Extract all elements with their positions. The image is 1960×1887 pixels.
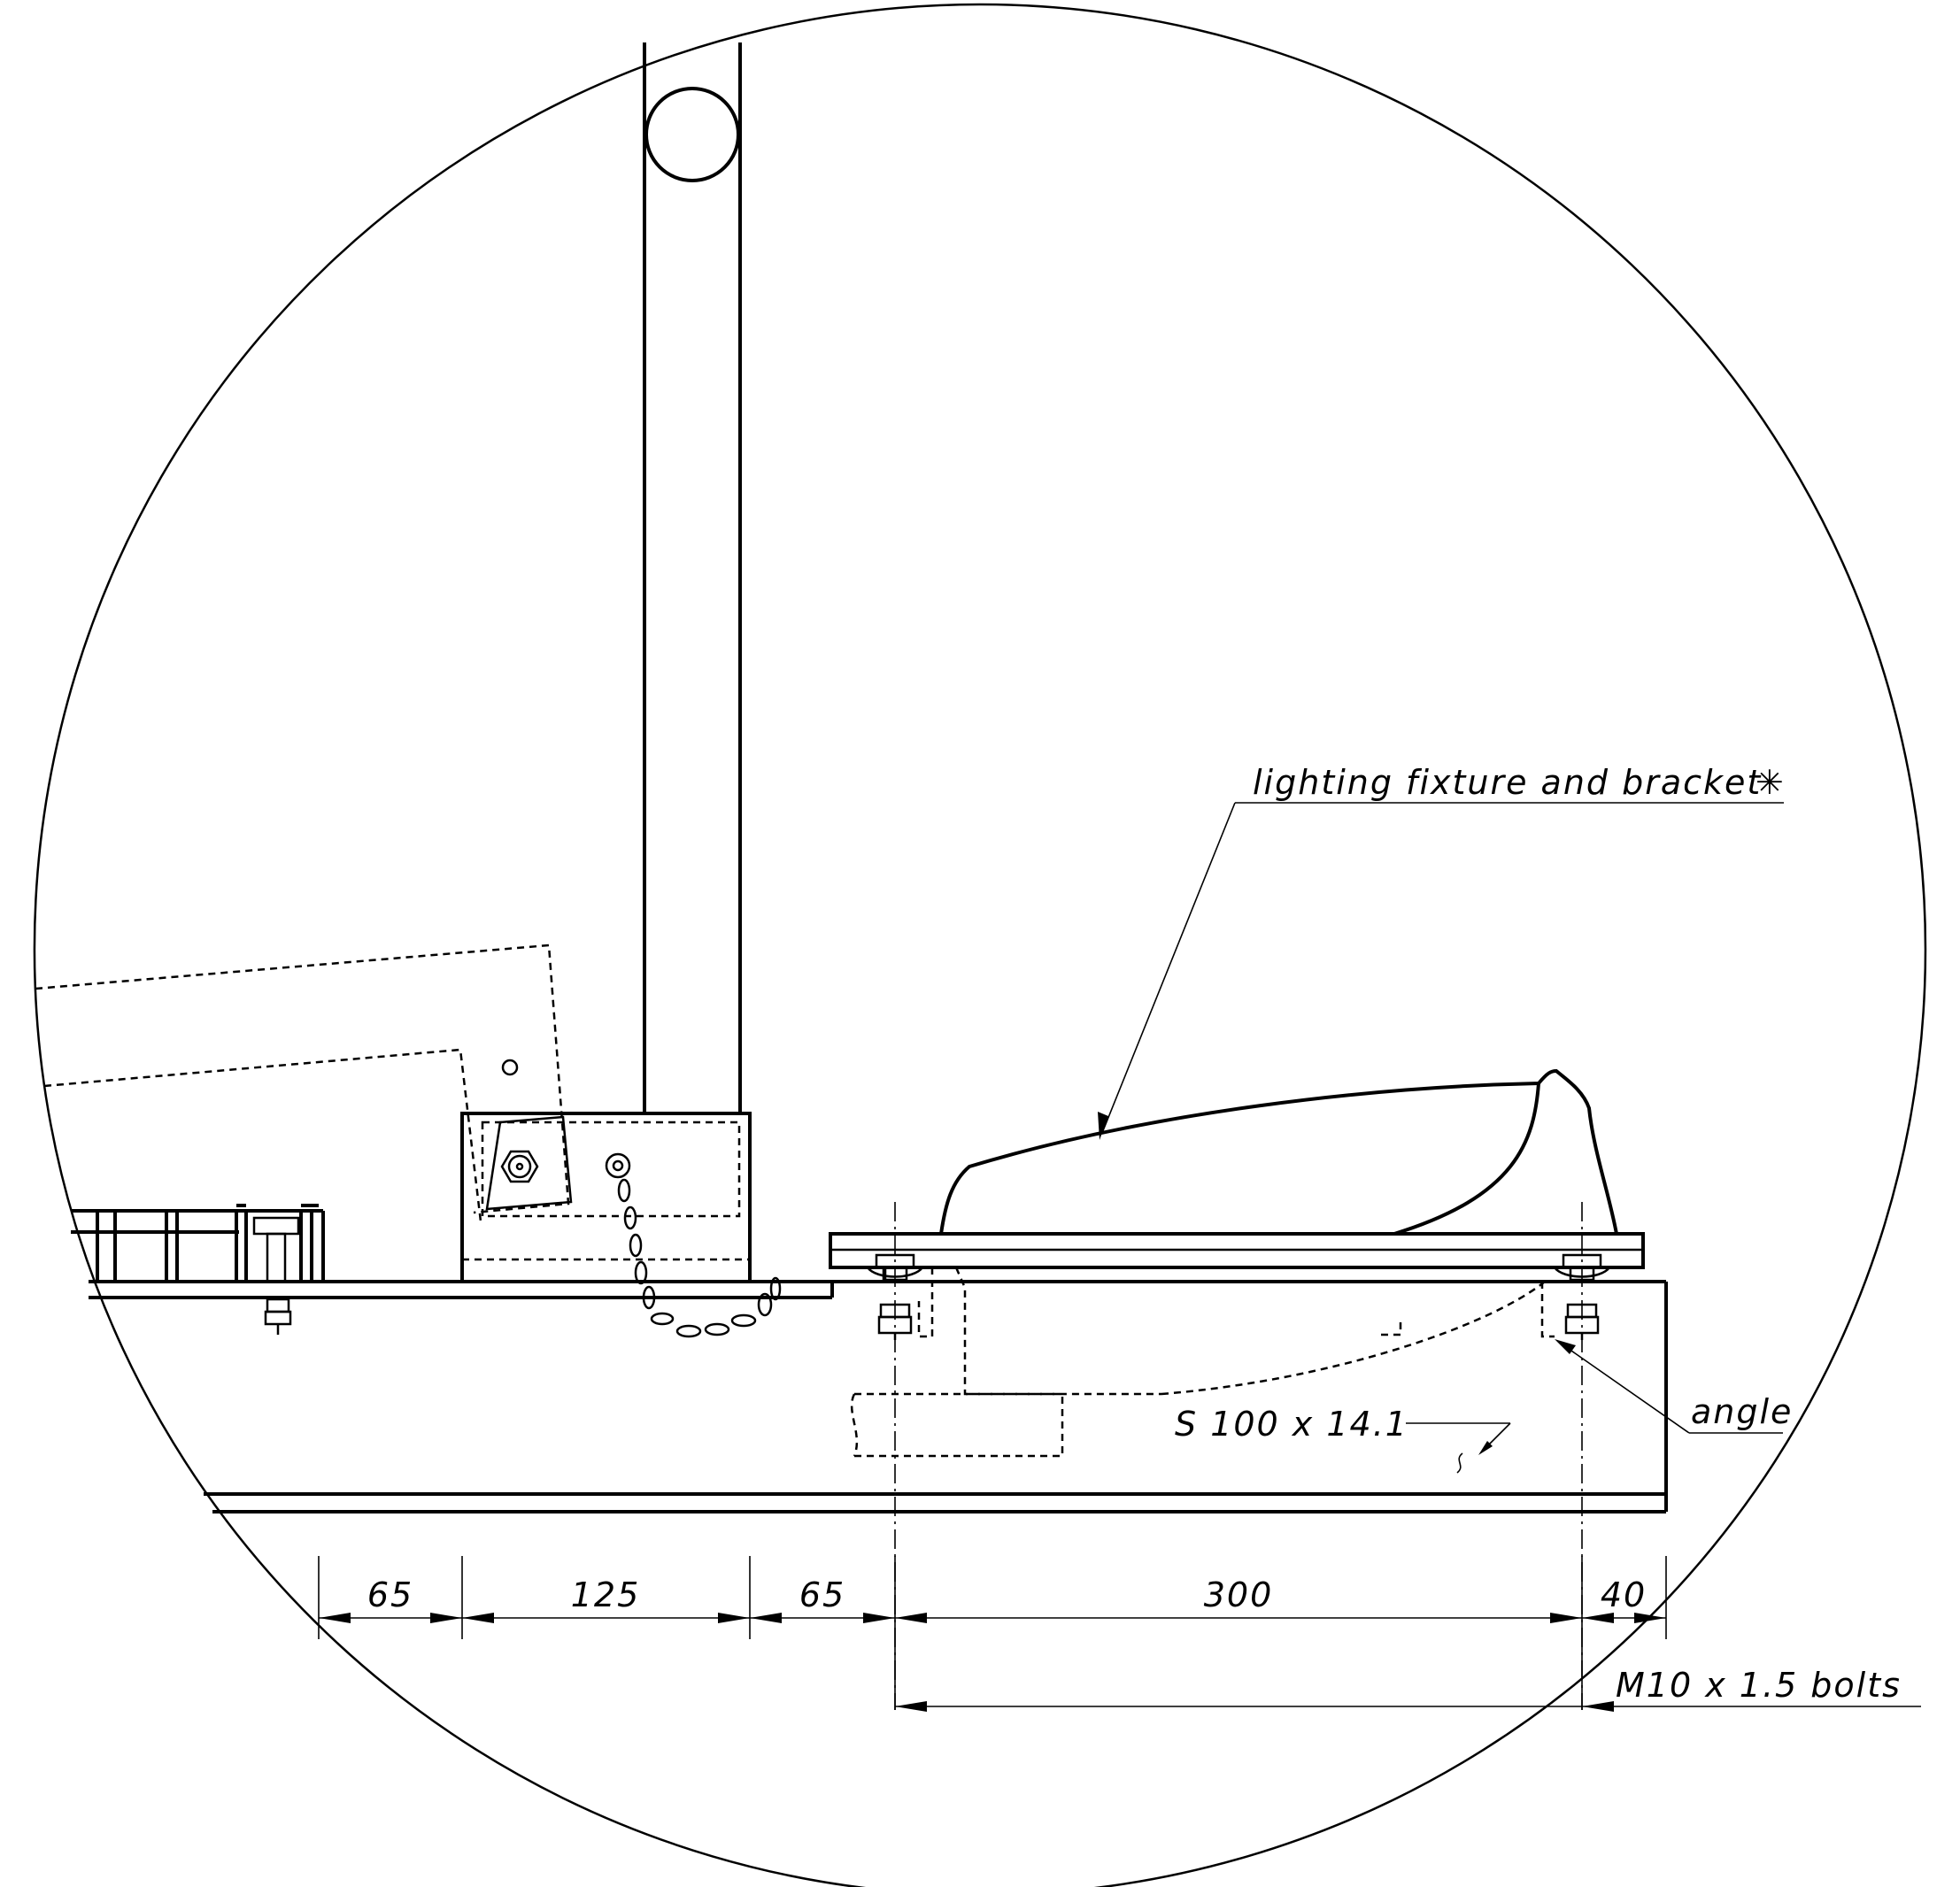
enclosure-outline [35,944,570,1222]
angle-label: angle [1691,1392,1793,1431]
grating-bolt [264,1298,292,1335]
base-box [460,1112,752,1283]
bolts-leader [895,1701,1921,1712]
dimension-extension-lines [318,1556,1667,1710]
grating [71,1204,325,1283]
s-beam [204,1280,1668,1513]
dimension-300: 300 [1204,1575,1274,1614]
dimension-40: 40 [1601,1575,1647,1614]
dimension-65-right: 65 [799,1575,845,1614]
detail-circle [33,3,1927,1887]
deck-plate [89,1280,834,1299]
fixture-asterisk-icon: ✳ [1756,763,1786,802]
detail-content: lighting fixture and bracket ✳ angle S 1… [35,42,1921,1712]
dimension-65-left: 65 [367,1575,413,1614]
fixture-leader [1098,802,1784,1140]
beam-section-label: S 100 x 14.1 [1175,1405,1408,1444]
chain-pin-icon [605,1152,631,1179]
beam-web-hidden [850,1267,1555,1458]
hex-nut-icon [500,1150,539,1183]
dimension-125: 125 [571,1575,641,1614]
bolts-label: M10 x 1.5 bolts [1616,1666,1902,1705]
lighting-fixture [829,1068,1645,1282]
fixture-label: lighting fixture and bracket [1253,763,1762,802]
vertical-post [643,42,742,1113]
bolt-centerlines [894,1202,1583,1710]
dimension-line [319,1613,1666,1623]
beam-leader [1406,1422,1511,1474]
angle-leader [1555,1339,1783,1434]
chain [617,1178,782,1338]
